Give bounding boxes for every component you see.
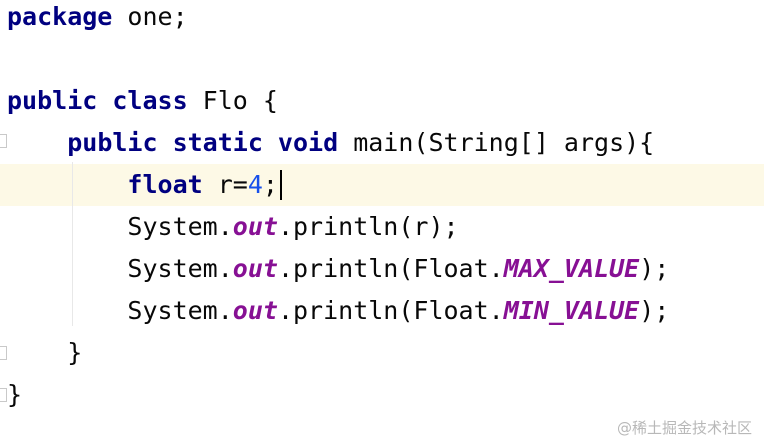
fold-marker-icon[interactable]: [0, 134, 7, 148]
code-token: Flo {: [187, 86, 278, 115]
code-token: System.: [7, 212, 233, 241]
code-token: 4: [247, 170, 263, 199]
code-token: );: [639, 254, 670, 283]
code-text: package one;: [7, 0, 188, 38]
code-token: [7, 170, 127, 199]
code-text: float r=4;: [7, 164, 278, 206]
code-token: System.: [7, 296, 233, 325]
code-line[interactable]: }: [0, 332, 764, 374]
code-token: ;: [262, 170, 278, 199]
code-token: .println(Float.: [277, 296, 504, 325]
code-token: .println(r);: [277, 212, 459, 241]
code-line[interactable]: float r=4;: [0, 164, 764, 206]
code-token: [7, 128, 67, 157]
code-text: public static void main(String[] args){: [7, 122, 654, 164]
code-token: one;: [112, 2, 188, 31]
code-line[interactable]: [0, 38, 764, 80]
code-text: System.out.println(Float.MAX_VALUE);: [7, 248, 669, 290]
code-token: out: [232, 212, 278, 241]
code-text: }: [7, 374, 22, 416]
code-token: System.: [7, 254, 233, 283]
fold-marker-icon[interactable]: [0, 388, 7, 402]
watermark: @稀土掘金技术社区: [616, 419, 752, 437]
code-text: public class Flo {: [7, 80, 278, 122]
code-token: out: [232, 254, 278, 283]
code-token: MAX_VALUE: [503, 254, 640, 283]
code-token: main(String[] args){: [338, 128, 655, 157]
code-line[interactable]: System.out.println(r);: [0, 206, 764, 248]
code-token: }: [7, 380, 23, 409]
code-line[interactable]: public static void main(String[] args){: [0, 122, 764, 164]
code-token: }: [7, 338, 83, 367]
code-token: public class: [7, 86, 188, 115]
code-token: package: [7, 2, 113, 31]
code-token: r=: [202, 170, 248, 199]
code-text: System.out.println(r);: [7, 206, 459, 248]
code-text: System.out.println(Float.MIN_VALUE);: [7, 290, 669, 332]
code-token: .println(Float.: [277, 254, 504, 283]
indent-guide: [72, 162, 73, 326]
code-line[interactable]: package one;: [0, 0, 764, 38]
text-caret: [280, 170, 282, 200]
code-line[interactable]: }: [0, 374, 764, 416]
code-token: );: [639, 296, 670, 325]
code-token: public static void: [67, 128, 339, 157]
fold-marker-icon[interactable]: [0, 346, 7, 360]
code-line[interactable]: System.out.println(Float.MAX_VALUE);: [0, 248, 764, 290]
code-token: float: [127, 170, 203, 199]
code-line[interactable]: System.out.println(Float.MIN_VALUE);: [0, 290, 764, 332]
code-line[interactable]: public class Flo {: [0, 80, 764, 122]
code-text: }: [7, 332, 82, 374]
code-token: MIN_VALUE: [503, 296, 640, 325]
code-token: out: [232, 296, 278, 325]
